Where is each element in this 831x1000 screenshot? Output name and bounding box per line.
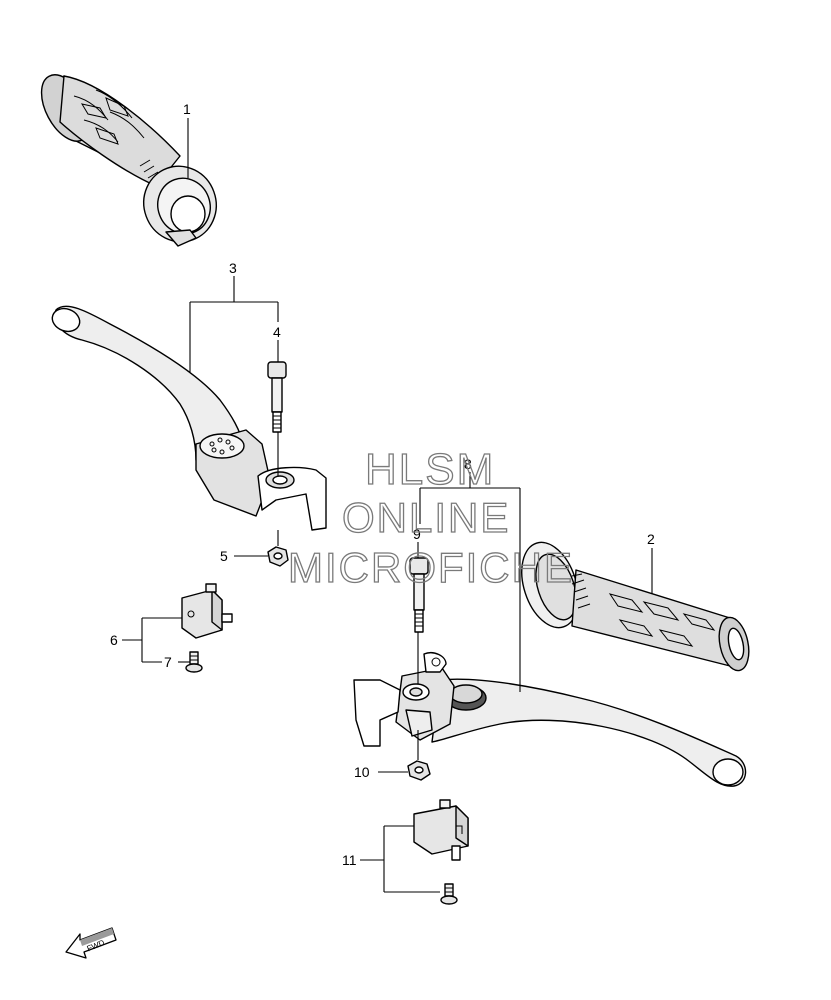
- screw-11: [440, 883, 458, 905]
- callout-7: 7: [164, 654, 172, 670]
- callout-2: 2: [647, 531, 655, 547]
- callout-11: 11: [342, 852, 357, 868]
- callout-1: 1: [183, 101, 191, 117]
- watermark-line1: HLSM: [365, 445, 495, 494]
- clutch-lever: [51, 305, 327, 531]
- right-grip: [521, 541, 750, 672]
- screw-7: [185, 651, 203, 673]
- watermark-line3: MICROFICHE: [288, 544, 574, 591]
- callout-4: 4: [273, 324, 281, 340]
- callout-3: 3: [229, 260, 237, 276]
- callout-9: 9: [413, 526, 421, 542]
- callout-8: 8: [464, 456, 472, 472]
- leader-lines: [122, 118, 653, 893]
- clutch-switch-6: [181, 583, 233, 639]
- brake-switch-11: [413, 799, 469, 861]
- nut-5: [267, 546, 289, 567]
- brake-lever: [353, 652, 747, 787]
- pivot-bolt-9: [409, 557, 429, 633]
- left-grip: [40, 74, 217, 247]
- watermark-line2: ONLINE: [342, 494, 510, 541]
- callout-6: 6: [110, 632, 118, 648]
- nut-10: [407, 760, 431, 781]
- pivot-bolt-4: [267, 361, 287, 433]
- fwd-arrow-icon: FWD: [65, 927, 117, 959]
- callout-10: 10: [354, 764, 370, 780]
- callout-5: 5: [220, 548, 228, 564]
